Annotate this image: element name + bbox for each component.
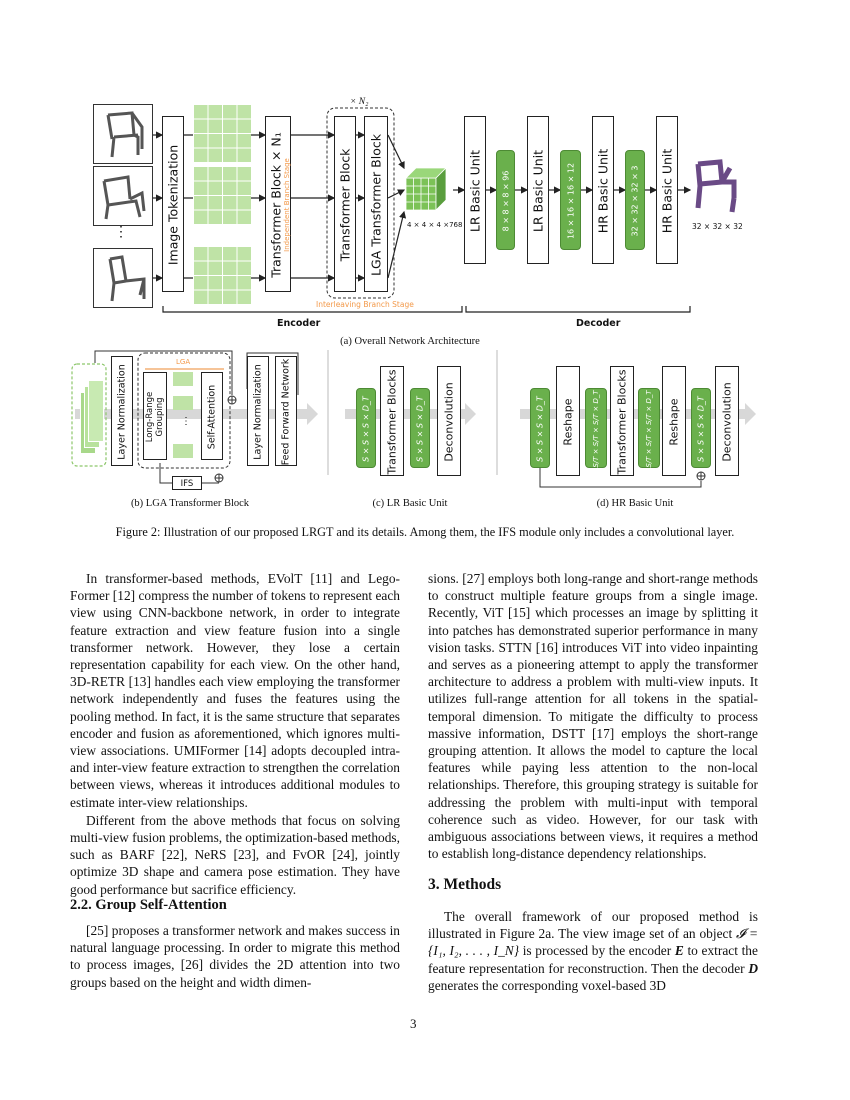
image-tokenization-block: Image Tokenization	[162, 116, 184, 292]
decoder-label: Decoder	[576, 318, 621, 329]
ifs-label: IFS	[180, 479, 194, 489]
right-column-cont: The overall framework of our proposed me…	[428, 908, 758, 994]
caption-d: (d) HR Basic Unit	[596, 498, 674, 509]
output-dim-label: 32 × 32 × 32	[692, 222, 743, 231]
math-image-set: 𝓘 = {I₁, I₂, . . . , I_N}	[428, 926, 758, 959]
right-column: sions. [27] employs both long-range and …	[428, 570, 758, 862]
section-heading: 3. Methods	[428, 876, 502, 893]
hr-dim-out: S × S × S × D_T	[691, 388, 711, 468]
caption-c: (c) LR Basic Unit	[372, 498, 448, 509]
chair-icon	[102, 175, 146, 220]
stacked-view-patches	[80, 368, 104, 456]
paragraph: The overall framework of our proposed me…	[428, 909, 758, 993]
input-view-image-2	[93, 166, 153, 226]
lr-transformer-blocks: Transformer Blocks	[380, 366, 404, 476]
input-view-image-n	[93, 248, 153, 308]
hr-dim-mid-2: S/T × S/T × S/T × D_T	[638, 388, 660, 468]
lga-transformer-block: LGA Transformer Block	[364, 116, 388, 292]
hr-transformer-blocks: Transformer Blocks	[610, 366, 634, 476]
lr-basic-unit-2: LR Basic Unit	[527, 116, 549, 264]
hr-reshape-2: Reshape	[662, 366, 686, 476]
math-encoder: E	[674, 943, 684, 959]
hr-reshape-1: Reshape	[556, 366, 580, 476]
dim-block-3: 32 × 32 × 32 × 3	[625, 150, 645, 250]
hr-dim-mid-1: S/T × S/T × S/T × D_T	[585, 388, 607, 468]
lr-deconvolution: Deconvolution	[437, 366, 461, 476]
voxel-chair-output	[695, 159, 737, 213]
long-range-grouping-block: Long-Range Grouping	[143, 372, 167, 460]
chair-icon	[106, 111, 144, 158]
math-decoder: D	[748, 960, 758, 976]
caption-b: (b) LGA Transformer Block	[130, 498, 250, 509]
lr-basic-unit-1: LR Basic Unit	[464, 116, 486, 264]
paragraph: Different from the above methods that fo…	[70, 812, 400, 897]
figure-caption: Figure 2: Illustration of our proposed L…	[115, 525, 735, 539]
token-patches	[193, 104, 251, 304]
paragraph: sions. [27] employs both long-range and …	[428, 571, 758, 862]
ffn-block: Feed Forward Network	[275, 356, 297, 466]
feature-cube	[405, 167, 447, 211]
feature-dim-label: 4 × 4 × 4 ×768	[407, 221, 463, 229]
hr-basic-unit-2: HR Basic Unit	[656, 116, 678, 264]
dim-block-1: 8 × 8 × 8 × 96	[496, 150, 515, 250]
n2-label: × N₂	[350, 97, 369, 107]
layer-norm-block-2: Layer Normalization	[247, 356, 269, 466]
more-views-dots: ⋮	[114, 225, 128, 240]
lr-dim-in: S × S × S × D_T	[356, 388, 376, 468]
paragraph: In transformer-based methods, EVolT [11]…	[70, 571, 400, 810]
hr-deconvolution: Deconvolution	[715, 366, 739, 476]
lga-label: LGA	[176, 358, 191, 366]
input-view-image-1	[93, 104, 153, 164]
hr-basic-unit-1: HR Basic Unit	[592, 116, 614, 264]
page-number: 3	[410, 1016, 417, 1031]
caption-a: (a) Overall Network Architecture	[340, 336, 480, 347]
grouped-patches: ⋮	[173, 372, 195, 460]
hr-dim-in: S × S × S × D_T	[530, 388, 550, 468]
left-column: In transformer-based methods, EVolT [11]…	[70, 570, 400, 898]
layer-norm-block: Layer Normalization	[111, 356, 133, 466]
left-column-cont: [25] proposes a transformer network and …	[70, 922, 400, 991]
dim-block-2: 16 × 16 × 16 × 12	[560, 150, 581, 250]
self-attention-block: Self-Attention	[201, 372, 223, 460]
chair-icon	[108, 255, 146, 302]
transformer-block: Transformer Block	[334, 116, 356, 292]
lr-dim-out: S × S × S × D_T	[410, 388, 430, 468]
interleaving-stage-label: Interleaving Branch Stage	[316, 300, 414, 309]
ifs-block: IFS	[172, 476, 202, 490]
paragraph: [25] proposes a transformer network and …	[70, 923, 400, 990]
section-heading: 2.2. Group Self-Attention	[70, 897, 227, 913]
transformer-block-n1: Transformer Block × N₁ Independent Branc…	[265, 116, 291, 292]
encoder-label: Encoder	[277, 318, 321, 329]
